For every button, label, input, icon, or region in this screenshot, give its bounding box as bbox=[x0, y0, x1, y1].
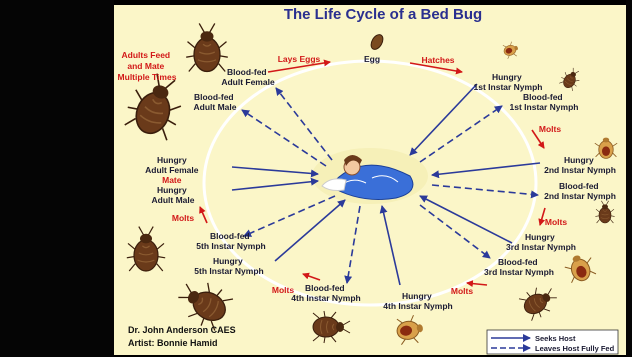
stage-hungry-adults: Hungry Adult Female Mate Hungry Adult Ma… bbox=[145, 155, 201, 205]
molts-label-3: Molts bbox=[451, 286, 473, 296]
bed-bug-illustration bbox=[562, 251, 597, 285]
diagram-title: The Life Cycle of a Bed Bug bbox=[284, 6, 482, 23]
bed-bug-illustration bbox=[186, 23, 228, 71]
adults-feed-label: Adults Feed and Mate Multiple Times bbox=[118, 50, 177, 82]
bed-bug-illustration bbox=[595, 138, 617, 159]
legend-leaves-host: Leaves Host Fully Fed bbox=[535, 344, 615, 353]
bed-bug-illustration bbox=[172, 273, 234, 333]
legend-seeks-host: Seeks Host bbox=[535, 334, 576, 343]
legend: Seeks Host Leaves Host Fully Fed bbox=[487, 330, 618, 354]
bed-bug-illustration bbox=[395, 314, 425, 346]
stage-hungry-5th-instar: Hungry 5th Instar Nymph bbox=[194, 256, 263, 276]
lays-eggs-label: Lays Eggs bbox=[278, 54, 321, 64]
bed-bug-illustration bbox=[127, 227, 165, 271]
hatches-label: Hatches bbox=[421, 55, 454, 65]
bug-egg-illustration bbox=[369, 33, 386, 52]
stage-fed-1st-instar: Blood-fed 1st Instar Nymph bbox=[510, 92, 579, 112]
molts-label-2: Molts bbox=[545, 217, 567, 227]
stage-fed-adult-male: Blood-fed Adult Male bbox=[194, 92, 237, 112]
stage-hungry-3rd-instar: Hungry 3rd Instar Nymph bbox=[506, 232, 576, 252]
bed-bug-illustration bbox=[313, 311, 350, 343]
stage-fed-adult-female: Blood-fed Adult Female bbox=[221, 67, 275, 87]
bed-bug-illustration bbox=[518, 281, 561, 323]
stage-fed-5th-instar: Blood-fed 5th Instar Nymph bbox=[196, 231, 265, 251]
bed-bug-illustration bbox=[558, 65, 583, 91]
stage-fed-4th-instar: Blood-fed 4th Instar Nymph bbox=[291, 283, 360, 303]
stage-hungry-1st-instar: Hungry 1st Instar Nymph bbox=[474, 72, 543, 92]
molts-label-5: Molts bbox=[172, 213, 194, 223]
stage-fed-2nd-instar: Blood-fed 2nd Instar Nymph bbox=[544, 181, 616, 201]
credits: Dr. John Anderson CAES Artist: Bonnie Ha… bbox=[128, 325, 238, 348]
stage-fed-3rd-instar: Blood-fed 3rd Instar Nymph bbox=[484, 257, 554, 277]
molts-label-1: Molts bbox=[539, 124, 561, 134]
bed-bug-illustration bbox=[595, 201, 614, 223]
bed-bug-illustration bbox=[502, 40, 521, 59]
stage-egg: Egg bbox=[364, 54, 380, 64]
